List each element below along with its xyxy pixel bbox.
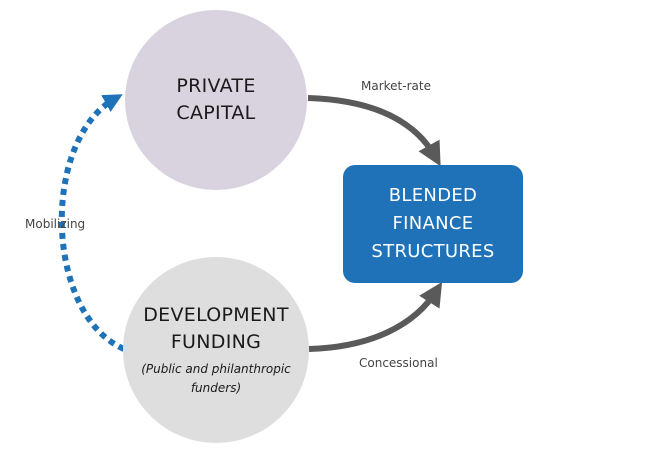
concessional-label: Concessional xyxy=(359,356,438,370)
market-rate-arrow xyxy=(307,95,441,167)
development-funding-title: DEVELOPMENT FUNDING xyxy=(143,304,289,353)
mobilizing-label: Mobilizing xyxy=(25,217,86,231)
blended-finance-title: BLENDED FINANCE STRUCTURES xyxy=(371,185,495,262)
market-rate-label: Market-rate xyxy=(361,79,431,93)
mobilizing-arrow xyxy=(58,94,126,352)
development-funding-node: DEVELOPMENT FUNDING (Public and philanth… xyxy=(123,257,309,443)
private-capital-title: PRIVATE CAPITAL xyxy=(176,75,256,124)
concessional-arrow xyxy=(308,281,443,352)
private-capital-node: PRIVATE CAPITAL xyxy=(125,10,307,190)
development-funding-subtitle: (Public and philanthropic funders) xyxy=(141,362,291,395)
blended-finance-node: BLENDED FINANCE STRUCTURES xyxy=(343,165,523,283)
